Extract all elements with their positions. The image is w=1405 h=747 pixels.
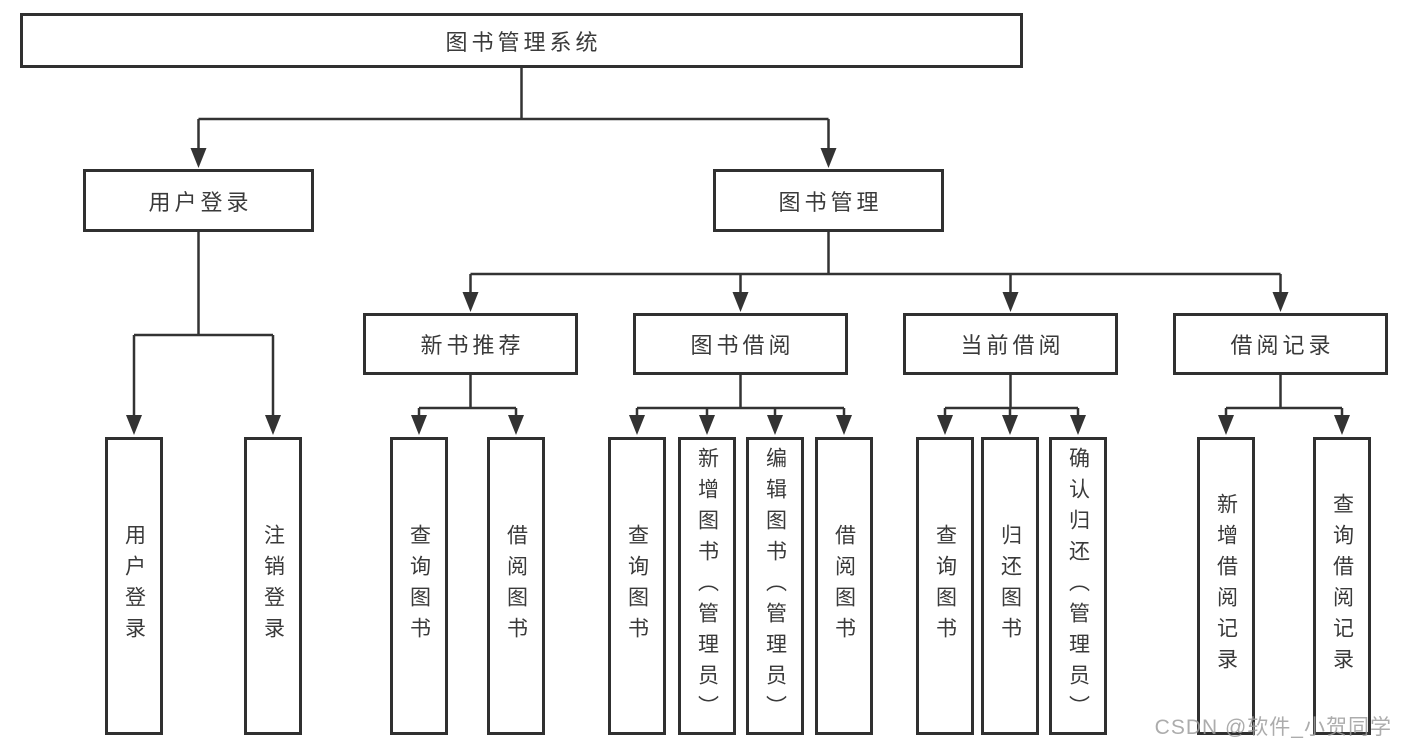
node-label: 图书管理 <box>778 189 883 215</box>
leaf-label: 查询图书 <box>625 524 649 648</box>
leaf-label: 用户登录 <box>122 524 146 648</box>
leaf-label: 借阅图书 <box>504 524 528 648</box>
leaf-user-login: 用户登录 <box>105 437 163 735</box>
node-label: 图书管理系统 <box>445 29 602 55</box>
node-book-management: 图书管理 <box>713 169 944 232</box>
leaf-query-books-recommend: 查询图书 <box>390 437 448 735</box>
arrowhead-icons <box>126 148 1350 435</box>
node-label: 当前借阅 <box>960 333 1065 358</box>
leaf-label: 借阅图书 <box>832 524 856 648</box>
node-current-borrow: 当前借阅 <box>903 313 1118 375</box>
leaf-label: 编辑图书（管理员） <box>763 446 787 726</box>
leaf-confirm-return-admin: 确认归还（管理员） <box>1049 437 1107 735</box>
leaf-label: 注销登录 <box>261 524 285 648</box>
node-new-book-recommend: 新书推荐 <box>363 313 578 375</box>
node-label: 借阅记录 <box>1230 333 1335 358</box>
leaf-label: 查询图书 <box>933 524 957 648</box>
leaf-query-books-current: 查询图书 <box>916 437 974 735</box>
leaf-return-book: 归还图书 <box>981 437 1039 735</box>
leaf-label: 新增借阅记录 <box>1214 493 1238 679</box>
leaf-add-borrow-record: 新增借阅记录 <box>1197 437 1255 735</box>
leaf-label: 新增图书（管理员） <box>695 446 719 726</box>
node-borrow-records: 借阅记录 <box>1173 313 1388 375</box>
node-label: 新书推荐 <box>420 333 525 358</box>
node-book-borrow: 图书借阅 <box>633 313 848 375</box>
leaf-borrow-books-recommend: 借阅图书 <box>487 437 545 735</box>
leaf-label: 确认归还（管理员） <box>1066 446 1090 726</box>
leaf-label: 查询借阅记录 <box>1330 493 1354 679</box>
leaf-label: 归还图书 <box>998 524 1022 648</box>
leaf-logout: 注销登录 <box>244 437 302 735</box>
leaf-edit-book-admin: 编辑图书（管理员） <box>746 437 804 735</box>
leaf-query-borrow-record: 查询借阅记录 <box>1313 437 1371 735</box>
leaf-query-books-borrow: 查询图书 <box>608 437 666 735</box>
leaf-borrow-books: 借阅图书 <box>815 437 873 735</box>
leaf-add-book-admin: 新增图书（管理员） <box>678 437 736 735</box>
leaf-label: 查询图书 <box>407 524 431 648</box>
node-label: 用户登录 <box>148 189 253 215</box>
node-label: 图书借阅 <box>690 333 795 358</box>
node-root-system: 图书管理系统 <box>20 13 1023 68</box>
node-user-login: 用户登录 <box>83 169 314 232</box>
